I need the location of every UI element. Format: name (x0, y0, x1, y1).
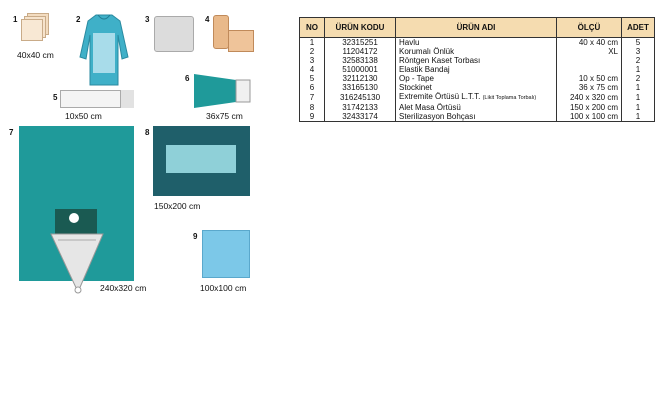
header-name: ÜRÜN ADI (395, 17, 557, 38)
table-row: 1 32315251 Havlu 40 x 40 cm 5 (299, 37, 655, 47)
stockinet-image (194, 74, 251, 108)
item-size-9: 100x100 cm (200, 283, 247, 293)
item-size-5: 10x50 cm (65, 111, 102, 121)
table-row: 7 316245130 Extremite Örtüsü L.T.T. (Lik… (299, 92, 655, 103)
cell-size: 240 x 320 cm (556, 92, 622, 103)
cell-code: 51000001 (324, 65, 396, 74)
cell-qty: 3 (621, 47, 655, 56)
sterilization-wrap-image (202, 230, 250, 278)
item-number-1: 1 (13, 15, 18, 24)
cell-size: 150 x 200 cm (556, 103, 622, 112)
cell-no: 8 (299, 103, 325, 112)
cell-qty: 2 (621, 56, 655, 65)
product-table: NO ÜRÜN KODU ÜRÜN ADI ÖLÇÜ ADET 1 323152… (299, 17, 655, 122)
cell-name-text: Alet Masa Örtüsü (399, 103, 461, 112)
cell-qty: 1 (621, 112, 655, 122)
cell-code: 32583138 (324, 56, 396, 65)
table-row: 6 33165130 Stockinet 36 x 75 cm 1 (299, 83, 655, 92)
cell-qty: 2 (621, 74, 655, 83)
cell-name: Korumalı Önlük (395, 47, 557, 56)
item-number-5: 5 (53, 93, 58, 102)
cell-code: 33165130 (324, 83, 396, 92)
cell-name: Alet Masa Örtüsü (395, 103, 557, 112)
item-number-9: 9 (193, 232, 198, 241)
cell-qty: 5 (621, 37, 655, 47)
cell-no: 7 (299, 92, 325, 103)
cell-size: 100 x 100 cm (556, 112, 622, 122)
cell-no: 9 (299, 112, 325, 122)
cell-name: Sterilizasyon Bohçası (395, 112, 557, 122)
item-number-7: 7 (9, 128, 14, 137)
extremity-drape-hole (69, 213, 79, 223)
header-code: ÜRÜN KODU (324, 17, 396, 38)
cell-name-text: Havlu (399, 38, 420, 47)
op-tape-fold (120, 90, 134, 108)
cell-code: 32315251 (324, 37, 396, 47)
cell-no: 6 (299, 83, 325, 92)
cell-code: 32112130 (324, 74, 396, 83)
cell-size (556, 65, 622, 74)
cell-no: 5 (299, 74, 325, 83)
table-row: 4 51000001 Elastik Bandaj 1 (299, 65, 655, 74)
cell-name-text: Extremite Örtüsü L.T.T. (399, 92, 481, 101)
item-size-6: 36x75 cm (206, 111, 243, 121)
cell-no: 3 (299, 56, 325, 65)
cell-name-text: Sterilizasyon Bohçası (399, 112, 476, 121)
item-size-7: 240x320 cm (100, 283, 147, 293)
cell-no: 1 (299, 37, 325, 47)
cell-name-text: Röntgen Kaset Torbası (399, 56, 481, 65)
cell-name: Havlu (395, 37, 557, 47)
item-number-4: 4 (205, 15, 210, 24)
item-number-3: 3 (145, 15, 150, 24)
cell-name: Extremite Örtüsü L.T.T. (Likit Toplama T… (395, 92, 557, 103)
cell-name-text: Korumalı Önlük (399, 47, 455, 56)
header-qty: ADET (621, 17, 655, 38)
table-row: 3 32583138 Röntgen Kaset Torbası 2 (299, 56, 655, 65)
cell-name-text: Op - Tape (399, 74, 434, 83)
cell-size: XL (556, 47, 622, 56)
elastic-bandage-image (228, 30, 254, 52)
cell-name-text: Stockinet (399, 83, 432, 92)
cell-qty: 1 (621, 83, 655, 92)
cell-code: 31742133 (324, 103, 396, 112)
item-number-6: 6 (185, 74, 190, 83)
cell-code: 316245130 (324, 92, 396, 103)
cell-name: Stockinet (395, 83, 557, 92)
cell-qty: 1 (621, 92, 655, 103)
cell-code: 11204172 (324, 47, 396, 56)
table-row: 8 31742133 Alet Masa Örtüsü 150 x 200 cm… (299, 103, 655, 112)
cell-size: 40 x 40 cm (556, 37, 622, 47)
elastic-bandage-roll-image (213, 15, 229, 49)
item-size-1: 40x40 cm (17, 50, 54, 60)
surgical-gown-image (79, 14, 129, 86)
item-number-8: 8 (145, 128, 150, 137)
table-row: 5 32112130 Op - Tape 10 x 50 cm 2 (299, 74, 655, 83)
table-row: 9 32433174 Sterilizasyon Bohçası 100 x 1… (299, 112, 655, 122)
table-header-row: NO ÜRÜN KODU ÜRÜN ADI ÖLÇÜ ADET (299, 17, 655, 38)
towel-image (21, 19, 43, 41)
cell-code: 32433174 (324, 112, 396, 122)
cell-qty: 1 (621, 65, 655, 74)
cell-name-text: Elastik Bandaj (399, 65, 450, 74)
cell-size: 36 x 75 cm (556, 83, 622, 92)
instrument-table-cover-panel (166, 145, 236, 173)
cell-qty: 1 (621, 103, 655, 112)
cell-no: 4 (299, 65, 325, 74)
header-no: NO (299, 17, 325, 38)
fluid-collection-pouch-image (50, 233, 104, 294)
cell-size (556, 56, 622, 65)
header-size: ÖLÇÜ (556, 17, 622, 38)
cell-no: 2 (299, 47, 325, 56)
item-number-2: 2 (76, 15, 81, 24)
cell-name: Röntgen Kaset Torbası (395, 56, 557, 65)
cell-size: 10 x 50 cm (556, 74, 622, 83)
xray-cassette-bag-image (154, 16, 194, 52)
cell-name-note: (Likit Toplama Torbalı) (482, 95, 537, 101)
table-row: 2 11204172 Korumalı Önlük XL 3 (299, 47, 655, 56)
cell-name: Elastik Bandaj (395, 65, 557, 74)
item-size-8: 150x200 cm (154, 201, 201, 211)
cell-name: Op - Tape (395, 74, 557, 83)
